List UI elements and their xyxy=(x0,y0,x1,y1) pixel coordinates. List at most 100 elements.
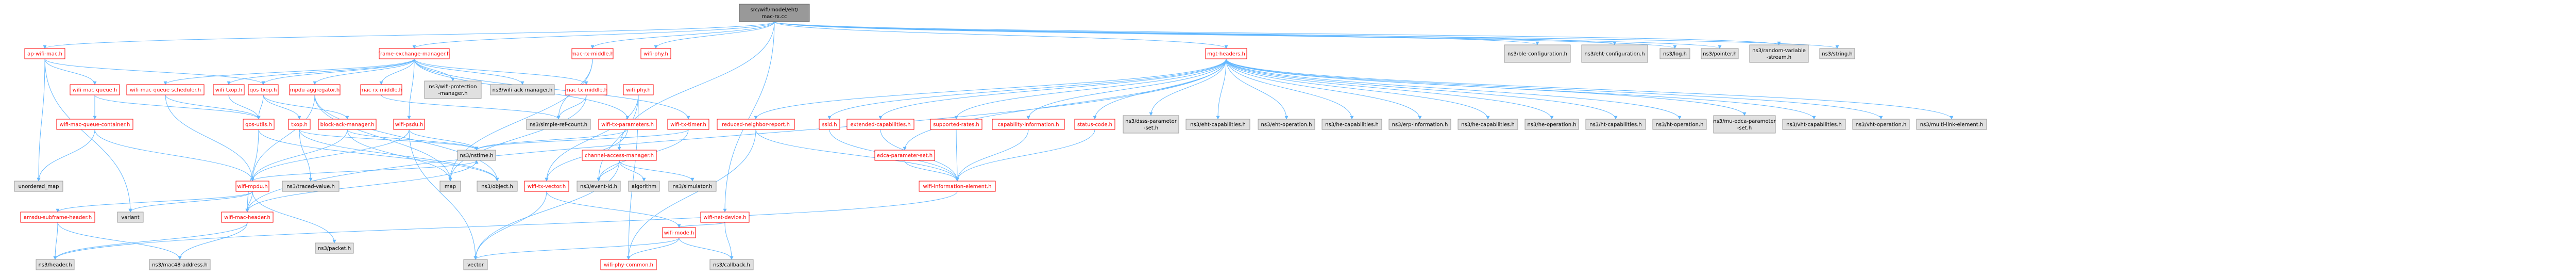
node-wifi-phy-common[interactable]: wifi-phy-common.h xyxy=(600,259,657,270)
node-box xyxy=(1524,119,1579,130)
node-box xyxy=(1782,119,1846,130)
node-box xyxy=(24,48,65,59)
node-ssid[interactable]: ssid.h xyxy=(819,119,840,130)
node-wifi-mac-queue[interactable]: wifi-mac-queue.h xyxy=(70,84,120,95)
node-label: wifi-mpdu.h xyxy=(237,184,267,190)
include-edge-mgt_headers-to-ns3_ht_operation xyxy=(1226,58,1682,120)
node-wifi-txop[interactable]: wifi-txop.h xyxy=(213,84,245,95)
include-edge-wifi_mac_queue-to-qos_utils xyxy=(94,94,261,120)
node-frame-exchange-manager[interactable]: frame-exchange-manager.h xyxy=(379,48,450,59)
node-label: qos-txop.h xyxy=(250,88,277,93)
include-edge-wifi_tx_timer-to-ns3_nstime xyxy=(474,129,689,151)
node-box xyxy=(919,181,996,192)
node-mpdu-aggregator[interactable]: mpdu-aggregator.h xyxy=(289,84,341,95)
include-edge-root-to-wifi_net_device xyxy=(723,21,775,213)
include-edge-amsdu_subframe_header-to-ns3_header xyxy=(53,222,58,260)
node-wifi-tx-timer[interactable]: wifi-tx-timer.h xyxy=(667,119,709,130)
node-wifi-information-element[interactable]: wifi-information-element.h xyxy=(919,181,996,192)
node-mac-rx-middle-top[interactable]: mac-rx-middle.h xyxy=(571,48,614,59)
node-wifi-tx-parameters[interactable]: wifi-tx-parameters.h xyxy=(598,119,657,130)
include-edge-wifi_mode-to-ns3_callback xyxy=(679,237,734,260)
node-amsdu-subframe-header[interactable]: amsdu-subframe-header.h xyxy=(20,212,95,223)
include-edge-channel_access_manager-to-algorithm xyxy=(619,160,646,182)
node-box xyxy=(20,212,95,223)
node-box xyxy=(288,119,311,130)
node-label: wifi-psdu.h xyxy=(395,122,423,128)
node-variant: variant xyxy=(117,212,144,223)
node-box xyxy=(149,259,211,270)
include-edge-mgt_headers-to-ns3_vht_capabilities xyxy=(1226,58,1816,120)
include-edge-mgt_headers-to-ns3_eht_operation xyxy=(1226,58,1289,120)
node-algorithm: algorithm xyxy=(628,181,660,192)
node-wifi-mode[interactable]: wifi-mode.h xyxy=(662,227,696,238)
node-box xyxy=(1749,44,1809,63)
node-qos-txop[interactable]: qos-txop.h xyxy=(248,84,279,95)
node-box xyxy=(360,84,402,95)
node-wifi-mac-queue-container[interactable]: wifi-mac-queue-container.h xyxy=(56,119,133,130)
include-edge-mgt_headers-to-supported_rates xyxy=(954,58,1227,120)
node-box xyxy=(709,259,754,270)
node-label: wifi-tx-timer.h xyxy=(670,122,706,128)
node-box xyxy=(565,84,607,95)
node-wifi-psdu[interactable]: wifi-psdu.h xyxy=(393,119,425,130)
node-reduced-neighbor-report[interactable]: reduced-neighbor-report.h xyxy=(717,119,795,130)
node-wifi-mpdu[interactable]: wifi-mpdu.h xyxy=(235,181,269,192)
node-box xyxy=(623,84,654,95)
node-box xyxy=(1581,44,1648,63)
node-qos-utils[interactable]: qos-utils.h xyxy=(243,119,275,130)
include-edge-mgt_headers-to-ns3_he_capabilities_b xyxy=(1226,58,1490,120)
node-status-code[interactable]: status-code.h xyxy=(1074,119,1115,130)
include-edge-wifi_tx_vector-to-vector xyxy=(473,191,547,260)
node-wifi-mac-queue-scheduler[interactable]: wifi-mac-queue-scheduler.h xyxy=(126,84,205,95)
node-ns3-multi-link-element: ns3/multi-link-element.h xyxy=(1916,119,1987,130)
node-label: ns3/he-capabilities.h xyxy=(1325,122,1379,128)
node-ns3-pointer: ns3/pointer.h xyxy=(1701,48,1739,59)
dependency-edges xyxy=(37,21,1954,260)
node-wifi-net-device[interactable]: wifi-net-device.h xyxy=(700,212,750,223)
include-edge-mgt_headers-to-ns3_he_capabilities xyxy=(1226,58,1354,120)
node-channel-access-manager[interactable]: channel-access-manager.h xyxy=(582,150,657,161)
node-label: ns3/event-id.h xyxy=(580,184,617,190)
include-edge-root-to-frame_exchange_manager xyxy=(412,21,775,49)
include-edge-block_ack_manager-to-map xyxy=(347,129,452,182)
node-ns3-random-variable-stream: ns3/random-variable-stream.h xyxy=(1749,44,1809,63)
include-edge-frame_exchange_manager-to-ns3_wifi_ack_manager xyxy=(414,58,524,85)
node-mac-rx-middle[interactable]: mac-rx-middle.h xyxy=(360,84,402,95)
node-box xyxy=(930,119,982,130)
node-box xyxy=(221,212,274,223)
node-mac-tx-middle[interactable]: mac-tx-middle.h xyxy=(565,84,607,95)
node-label: amsdu-subframe-header.h xyxy=(24,215,92,221)
include-edge-wifi_net_device-to-wifi_mode xyxy=(677,222,725,228)
node-txop[interactable]: txop.h xyxy=(288,119,311,130)
node-label: ns3/eht-capabilities.h xyxy=(1190,122,1246,128)
node-box xyxy=(117,212,144,223)
node-label: status-code.h xyxy=(1077,122,1112,128)
node-ns3-mac48-address: ns3/mac48-address.h xyxy=(149,259,211,270)
node-box xyxy=(668,181,717,192)
node-extended-capabilities[interactable]: extended-capabilities.h xyxy=(846,119,914,130)
node-ap-wifi-mac[interactable]: ap-wifi-mac.h xyxy=(24,48,65,59)
node-wifi-tx-vector[interactable]: wifi-tx-vector.h xyxy=(524,181,569,192)
include-edge-root-to-ns3_string xyxy=(774,21,1839,49)
node-box xyxy=(600,259,657,270)
include-edge-wifi_psdu-to-wifi_mpdu xyxy=(250,129,410,182)
node-supported-rates[interactable]: supported-rates.h xyxy=(930,119,982,130)
node-label: ns3/ble-configuration.h xyxy=(1507,52,1567,57)
node-wifi-mac-header[interactable]: wifi-mac-header.h xyxy=(221,212,274,223)
node-label: ns3/simulator.h xyxy=(672,184,712,190)
include-edge-wifi_psdu-to-vector xyxy=(409,129,478,260)
include-edge-mgt_headers-to-ns3_he_operation xyxy=(1226,58,1554,120)
node-wifi-phy[interactable]: wifi-phy.h xyxy=(640,48,671,59)
node-box xyxy=(457,150,496,161)
include-edge-wifi_mac_header-to-ns3_nstime xyxy=(247,160,479,213)
include-edge-wifi_txop-to-qos_utils xyxy=(228,94,261,120)
include-edge-mac_tx_middle-to-map xyxy=(448,94,587,182)
node-edca-parameter-set[interactable]: edca-parameter-set.h xyxy=(874,150,935,161)
node-capability-information[interactable]: capability-information.h xyxy=(992,119,1065,130)
node-box xyxy=(490,84,555,95)
node-wifi-phy-h[interactable]: wifi-phy.h xyxy=(623,84,654,95)
node-mgt-headers[interactable]: mgt-headers.h xyxy=(1205,48,1247,59)
node-ns3-eht-operation: ns3/eht-operation.h xyxy=(1258,119,1315,130)
node-block-ack-manager[interactable]: block-ack-manager.h xyxy=(318,119,377,130)
include-edge-wifi_mpdu-to-variant xyxy=(128,191,253,213)
